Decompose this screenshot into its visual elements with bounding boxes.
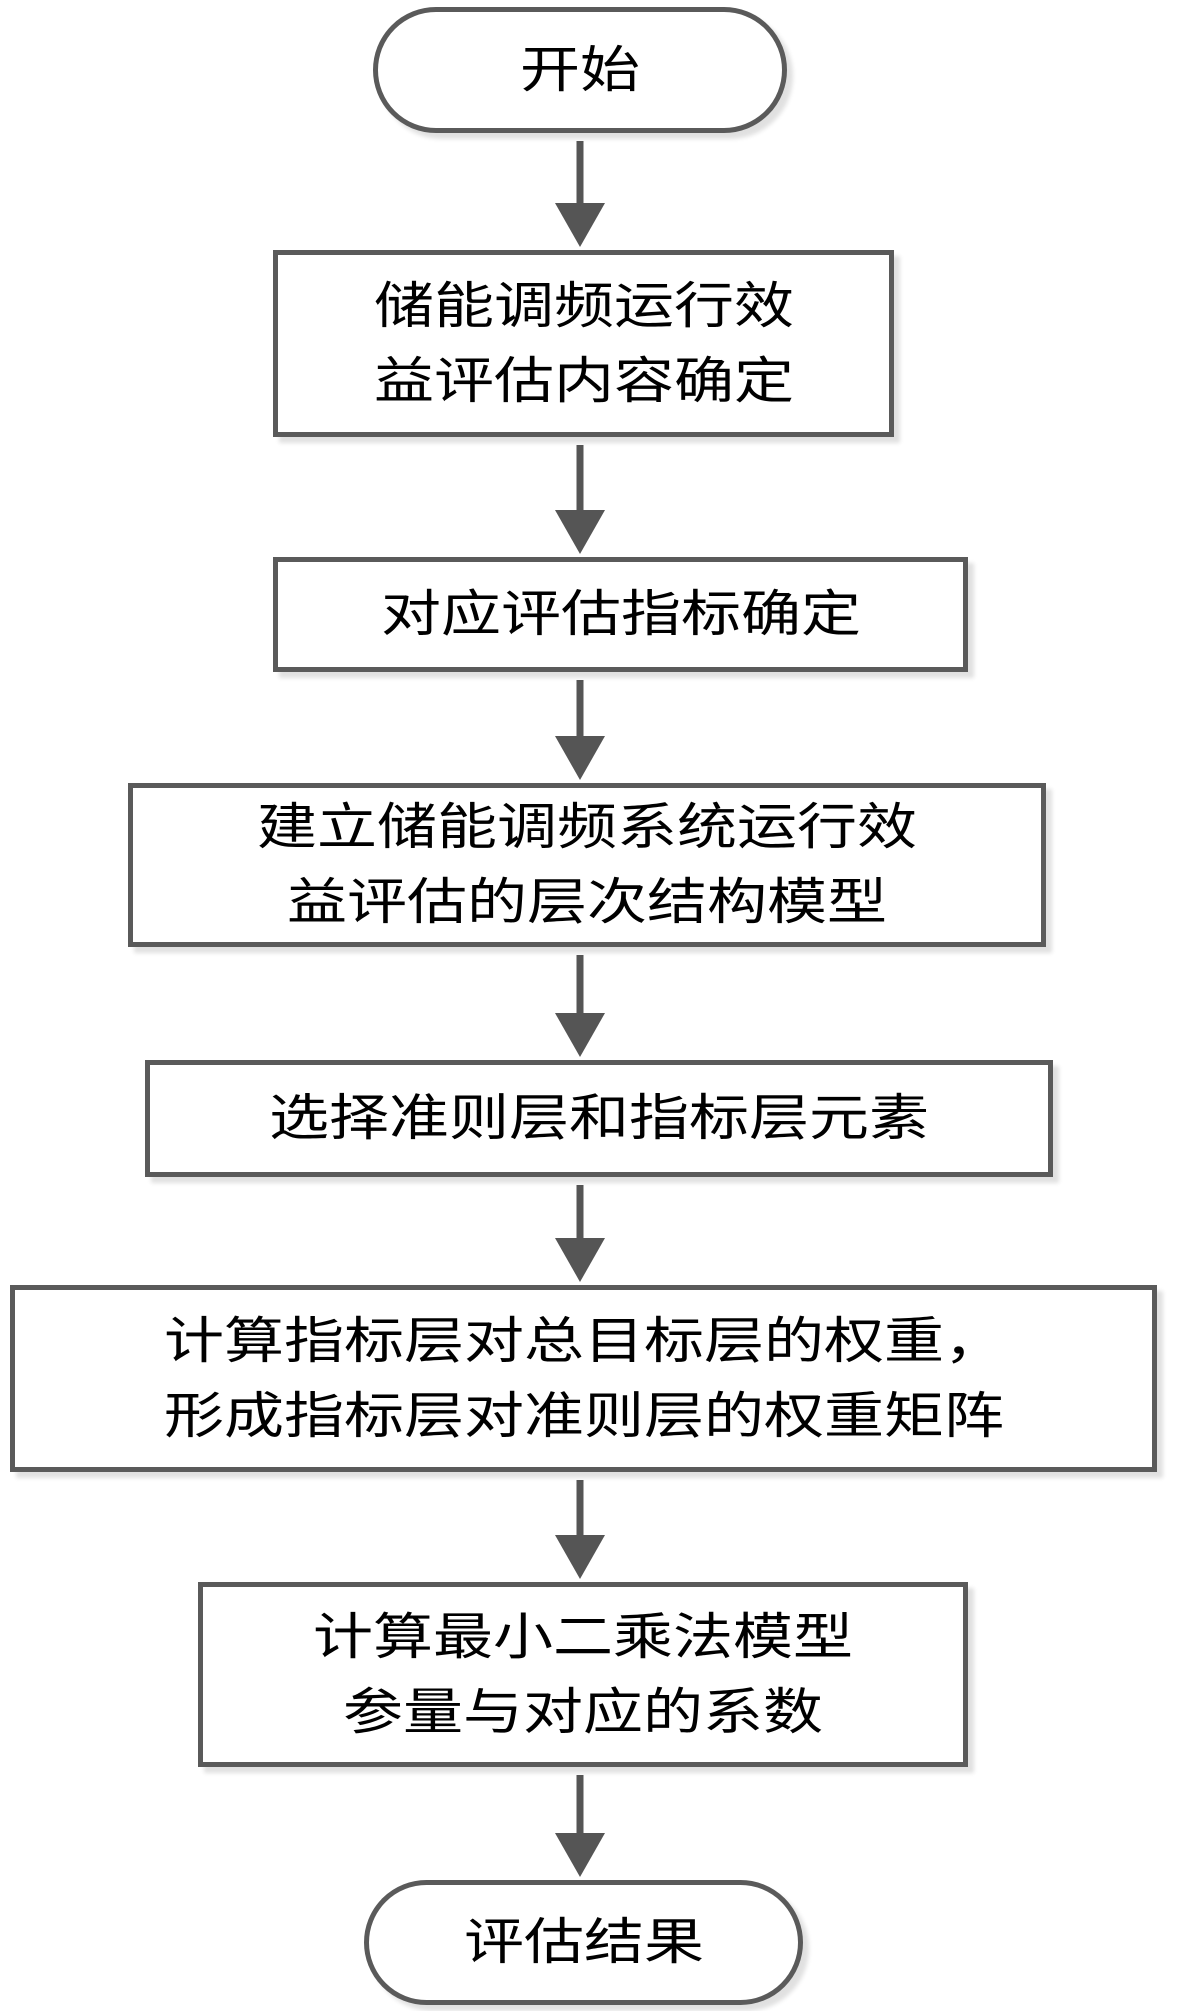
arrowhead-icon bbox=[555, 203, 605, 247]
start-label: 开始 bbox=[520, 40, 640, 99]
arrow-step1-to-step2 bbox=[555, 445, 605, 554]
arrow-step6-to-end bbox=[555, 1775, 605, 1877]
arrowhead-icon bbox=[555, 1238, 605, 1282]
arrowhead-icon bbox=[555, 1535, 605, 1579]
arrow-step5-to-step6 bbox=[555, 1480, 605, 1579]
end-label: 评估结果 bbox=[463, 1913, 704, 1971]
step-5-label: 计算指标层对总目标层的权重， 形成指标层对准则层的权重矩阵 bbox=[163, 1311, 1004, 1445]
arrowhead-icon bbox=[555, 736, 605, 780]
end-node: 评估结果 bbox=[364, 1880, 803, 2005]
arrow-step4-to-step5 bbox=[555, 1185, 605, 1282]
step-4-label: 选择准则层和指标层元素 bbox=[269, 1089, 929, 1147]
start-node: 开始 bbox=[373, 7, 787, 133]
step-hierarchy-model: 建立储能调频系统运行效 益评估的层次结构模型 bbox=[128, 783, 1046, 947]
arrowhead-icon bbox=[555, 1833, 605, 1877]
arrow-step3-to-step4 bbox=[555, 955, 605, 1057]
arrow-step2-to-step3 bbox=[555, 680, 605, 780]
arrow-start-to-step1 bbox=[555, 141, 605, 247]
step-3-label: 建立储能调频系统运行效 益评估的层次结构模型 bbox=[257, 798, 917, 931]
arrowhead-icon bbox=[555, 1013, 605, 1057]
step-indicator-determination: 对应评估指标确定 bbox=[273, 557, 968, 672]
arrowhead-icon bbox=[555, 510, 605, 554]
step-weight-calculation: 计算指标层对总目标层的权重， 形成指标层对准则层的权重矩阵 bbox=[10, 1285, 1157, 1472]
step-1-label: 储能调频运行效 益评估内容确定 bbox=[373, 276, 794, 410]
step-2-label: 对应评估指标确定 bbox=[380, 585, 861, 643]
step-least-squares: 计算最小二乘法模型 参量与对应的系数 bbox=[198, 1582, 968, 1767]
step-select-elements: 选择准则层和指标层元素 bbox=[145, 1060, 1053, 1177]
step-content-determination: 储能调频运行效 益评估内容确定 bbox=[273, 250, 894, 437]
step-6-label: 计算最小二乘法模型 参量与对应的系数 bbox=[313, 1607, 853, 1741]
